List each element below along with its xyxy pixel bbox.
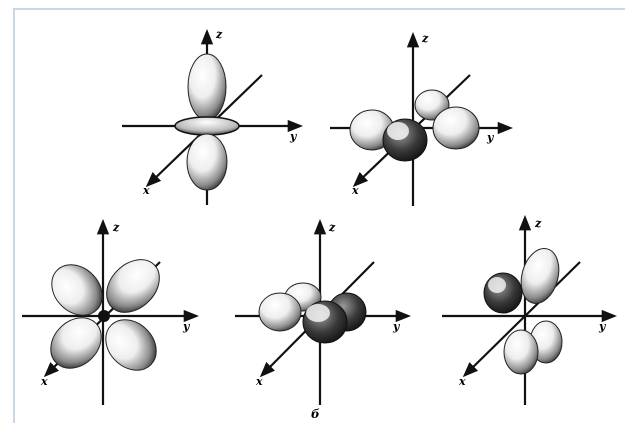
axis-label-x: x: [458, 375, 466, 388]
axes-dyz: [442, 218, 614, 405]
frame-border-left: [13, 8, 15, 423]
lobe-dyz-upper-left-highlight: [488, 277, 506, 293]
axis-label-z: z: [112, 221, 120, 234]
orbital-dz2: z y x: [122, 28, 300, 205]
lobe-dxy-right: [433, 107, 479, 149]
lobe-dyz-upper-right: [515, 244, 564, 307]
axis-label-x: x: [40, 375, 48, 388]
orbital-dyz: z y x: [442, 217, 614, 405]
lobe-dxy-front-highlight: [387, 122, 409, 140]
frame-border-top: [13, 8, 625, 10]
axis-label-x: x: [142, 184, 150, 197]
axis-label-x: x: [255, 375, 263, 388]
lobe-dyz-upper-left: [484, 273, 522, 313]
orbital-dxz: z y x: [22, 221, 196, 405]
ring-dz2: [175, 117, 239, 135]
figure-caption: б: [311, 407, 320, 421]
axis-label-y: y: [182, 320, 191, 333]
lobe-dx2y2-left: [259, 293, 301, 331]
lobe-dz2-lower: [187, 134, 227, 190]
lobe-dyz-lower-front: [504, 330, 538, 374]
axis-label-z: z: [534, 217, 542, 230]
axis-label-z: z: [421, 32, 429, 45]
lobe-dx2y2-front-highlight: [306, 304, 330, 322]
axis-label-z: z: [328, 221, 336, 234]
axis-label-y: y: [289, 130, 298, 143]
orbital-dx2y2: z y x: [235, 221, 408, 405]
axis-label-y: y: [598, 320, 607, 333]
axis-label-x: x: [351, 184, 359, 197]
nucleus-dxz: [98, 310, 110, 322]
orbital-dxy: z y x: [330, 32, 510, 206]
axis-label-y: y: [486, 131, 495, 144]
axis-label-z: z: [215, 28, 223, 41]
lobe-dz2-upper: [188, 54, 226, 120]
axis-label-y: y: [392, 320, 401, 333]
